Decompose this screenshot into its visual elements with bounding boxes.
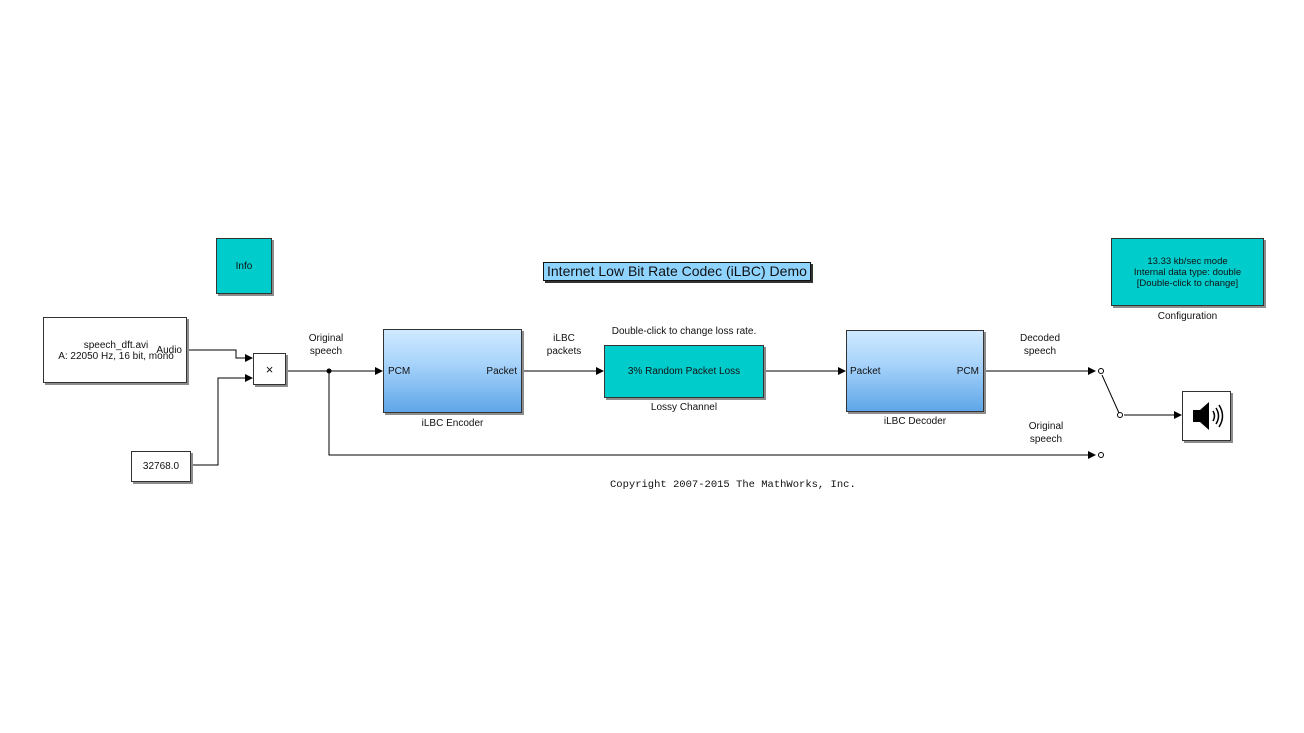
ilbc-decoder-block[interactable]: Packet PCM — [846, 330, 984, 412]
source-filename: speech_dft.avi — [83, 340, 149, 351]
channel-hint: Double-click to change loss rate. — [611, 326, 757, 337]
original-speech-label: Original speech — [308, 333, 344, 357]
constant-block[interactable]: 32768.0 — [131, 451, 191, 482]
manual-switch[interactable] — [1094, 364, 1126, 460]
ilbc-encoder-block[interactable]: PCM Packet — [383, 329, 522, 413]
audio-device-block[interactable] — [1182, 391, 1231, 441]
audio-source-block[interactable]: speech_dft.avi A: 22050 Hz, 16 bit, mono… — [43, 317, 187, 383]
source-audio-port: Audio — [156, 345, 182, 356]
decoder-packet-port: Packet — [850, 366, 881, 377]
source-format: A: 22050 Hz, 16 bit, mono — [58, 351, 174, 362]
original-speech-label-bottom: Original speech — [1028, 421, 1064, 445]
lossy-channel-label: Lossy Channel — [650, 402, 718, 413]
wire-gain — [191, 374, 253, 466]
config-line-3: [Double-click to change] — [1136, 277, 1239, 289]
constant-value: 32768.0 — [142, 461, 180, 472]
ilbc-packets-label: iLBC packets — [546, 333, 582, 357]
decoded-speech-label: Decoded speech — [1019, 333, 1061, 357]
info-label: Info — [235, 260, 253, 272]
ilbc-decoder-label: iLBC Decoder — [883, 416, 947, 427]
configuration-block[interactable]: 13.33 kb/sec mode Internal data type: do… — [1111, 238, 1264, 306]
page-title: Internet Low Bit Rate Codec (iLBC) Demo — [543, 262, 811, 281]
product-block[interactable]: × — [253, 353, 286, 385]
decoder-pcm-port: PCM — [956, 366, 979, 377]
multiply-icon: × — [265, 361, 274, 377]
wire-original-branch — [328, 371, 1096, 459]
config-line-2: Internal data type: double — [1133, 266, 1242, 278]
wire-audio — [187, 349, 253, 362]
ilbc-encoder-label: iLBC Encoder — [421, 418, 484, 429]
configuration-label: Configuration — [1157, 311, 1218, 322]
copyright-text: Copyright 2007-2015 The MathWorks, Inc. — [610, 479, 856, 491]
config-line-1: 13.33 kb/sec mode — [1147, 255, 1228, 267]
info-block[interactable]: Info — [216, 238, 272, 294]
lossy-channel-block[interactable]: 3% Random Packet Loss — [604, 345, 764, 398]
encoder-pcm-port: PCM — [388, 366, 411, 377]
encoder-packet-port: Packet — [486, 366, 517, 377]
speaker-icon — [1192, 402, 1223, 430]
channel-loss-label: 3% Random Packet Loss — [627, 366, 741, 377]
switch-lever — [1101, 374, 1120, 414]
